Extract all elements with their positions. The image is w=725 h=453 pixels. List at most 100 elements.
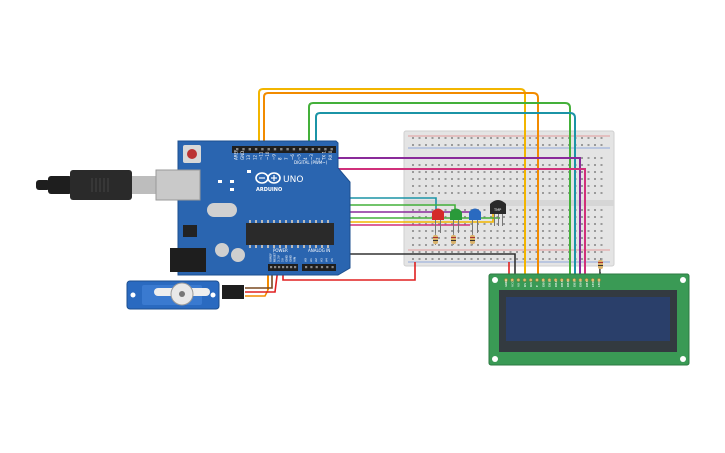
breadboard-hole <box>600 157 603 159</box>
led-on <box>247 170 251 173</box>
breadboard-hole <box>496 178 499 180</box>
breadboard-hole <box>581 209 583 211</box>
breadboard-hole <box>561 185 564 187</box>
chip-pin <box>309 245 311 248</box>
header-pin[interactable] <box>273 148 277 151</box>
header-pin[interactable] <box>292 148 296 151</box>
breadboard-hole <box>542 178 544 180</box>
breadboard-hole <box>509 137 512 139</box>
power-pin[interactable] <box>274 266 277 269</box>
lcd-pin[interactable] <box>535 278 539 282</box>
header-pin[interactable] <box>267 148 270 151</box>
header-pin[interactable] <box>248 148 251 151</box>
breadboard-hole <box>412 185 414 187</box>
header-pin[interactable] <box>330 148 333 151</box>
breadboard-hole <box>535 137 538 139</box>
breadboard-hole <box>581 185 583 187</box>
breadboard-hole <box>522 171 525 173</box>
header-pin-label: ~9 <box>271 154 276 160</box>
lcd-pin[interactable] <box>590 278 595 282</box>
reset-button[interactable] <box>187 149 197 159</box>
breadboard-hole <box>516 230 518 232</box>
lcd-pin[interactable] <box>522 278 527 282</box>
header-pin[interactable] <box>299 148 302 151</box>
lcd-screen <box>506 297 670 341</box>
breadboard-hole <box>444 223 447 225</box>
analog-pin[interactable] <box>305 266 308 269</box>
analog-pin[interactable] <box>315 266 318 269</box>
wire-purple <box>330 157 581 282</box>
analog-pin[interactable] <box>320 266 324 269</box>
power-pin-label: RESET <box>273 252 277 262</box>
breadboard-hole <box>594 137 596 139</box>
analog-pin[interactable] <box>331 266 334 269</box>
breadboard-hole <box>600 216 603 218</box>
header-pin[interactable] <box>317 148 321 151</box>
lcd-pin[interactable] <box>578 278 583 282</box>
breadboard-hole <box>483 244 486 246</box>
breadboard-hole <box>548 223 551 225</box>
power-pin[interactable] <box>270 266 273 269</box>
lcd-pin[interactable] <box>559 278 564 282</box>
lcd-pin[interactable] <box>584 278 589 282</box>
lcd-pin[interactable] <box>528 278 533 282</box>
breadboard-hole <box>431 137 434 139</box>
header-pin-label: GND <box>240 151 245 160</box>
power-pin[interactable] <box>278 266 281 269</box>
breadboard-hole <box>535 237 538 239</box>
lcd-pin[interactable] <box>547 278 552 282</box>
lcd-pin[interactable] <box>553 278 558 282</box>
breadboard-hole <box>516 192 518 194</box>
lcd-pin[interactable] <box>516 278 521 282</box>
header-pin[interactable] <box>254 148 258 151</box>
breadboard-hole <box>509 251 512 253</box>
power-pin[interactable] <box>286 266 289 269</box>
analog-pin[interactable] <box>326 266 329 269</box>
breadboard-hole <box>600 185 603 187</box>
header-pin[interactable] <box>311 148 314 151</box>
breadboard-hole <box>548 251 551 253</box>
wire-black-gnd <box>335 253 516 282</box>
analog-pin[interactable] <box>310 266 313 269</box>
header-pin[interactable] <box>286 148 289 151</box>
breadboard-hole <box>425 144 427 146</box>
breadboard-hole <box>496 216 499 218</box>
header-pin[interactable] <box>261 148 264 151</box>
breadboard-hole <box>581 223 583 225</box>
breadboard-hole <box>483 178 486 180</box>
chip-pin <box>273 220 275 223</box>
breadboard-hole <box>594 244 596 246</box>
breadboard-hole <box>522 137 525 139</box>
breadboard-hole <box>470 164 473 166</box>
breadboard-hole <box>464 258 466 260</box>
breadboard-hole <box>516 216 518 218</box>
header-pin[interactable] <box>305 148 308 151</box>
header-pin[interactable] <box>242 148 245 151</box>
lcd-pin[interactable] <box>566 278 570 282</box>
lcd-pin[interactable] <box>541 278 546 282</box>
breadboard-hole <box>555 237 557 239</box>
lcd-pin[interactable] <box>504 278 508 282</box>
breadboard-hole <box>535 192 538 194</box>
lcd-pin[interactable] <box>510 278 515 282</box>
breadboard-hole <box>587 144 590 146</box>
header-pin[interactable] <box>236 148 239 151</box>
header-pin[interactable] <box>324 148 327 151</box>
header-pin[interactable] <box>280 148 283 151</box>
breadboard-hole <box>470 171 473 173</box>
breadboard-hole <box>503 192 505 194</box>
lcd-pin-label: DB3 <box>560 281 564 287</box>
breadboard-hole <box>581 258 583 260</box>
power-pin[interactable] <box>290 266 293 269</box>
breadboard-hole <box>451 144 453 146</box>
power-pin[interactable] <box>294 266 297 269</box>
power-pin[interactable] <box>282 266 285 269</box>
lcd-pin[interactable] <box>597 278 601 282</box>
chip-pin <box>285 245 287 248</box>
breadboard-hole <box>529 209 531 211</box>
lcd-pin-label: VCC <box>510 281 514 287</box>
lcd-pin[interactable] <box>572 278 577 282</box>
leds <box>432 208 481 233</box>
chip-pin <box>297 245 299 248</box>
breadboard-hole <box>490 137 492 139</box>
